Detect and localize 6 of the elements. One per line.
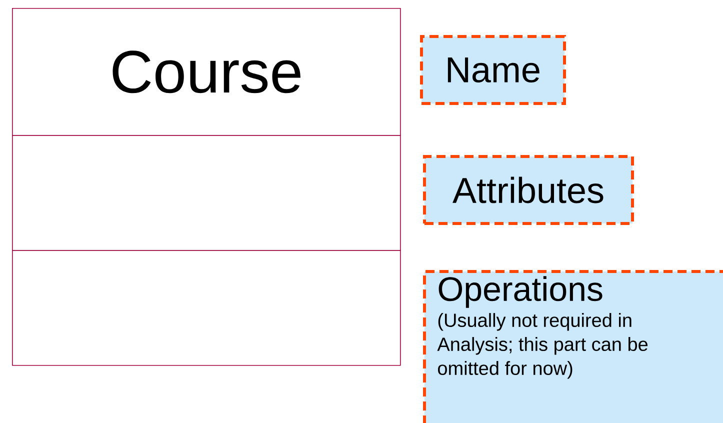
class-compartment (12, 250, 401, 366)
callout-box: Name (420, 35, 566, 105)
callout-box: Operations (Usually not required in Analysis; this part can be omitted for now) (423, 270, 723, 423)
callout-box: Attributes (423, 155, 634, 225)
class-compartment: Course (12, 8, 401, 136)
class-compartment (12, 134, 401, 251)
